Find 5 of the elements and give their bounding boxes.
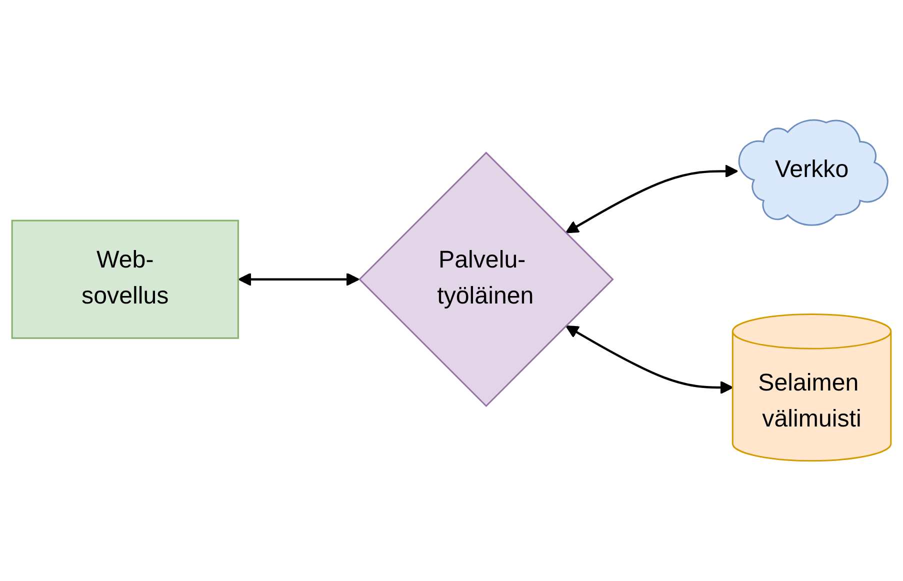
arrow xyxy=(238,272,360,286)
arrow xyxy=(566,164,738,234)
node-box: Web-sovellus xyxy=(11,220,239,339)
arrow xyxy=(566,326,734,394)
node-diamond: Palvelu- työläinen xyxy=(358,152,614,408)
